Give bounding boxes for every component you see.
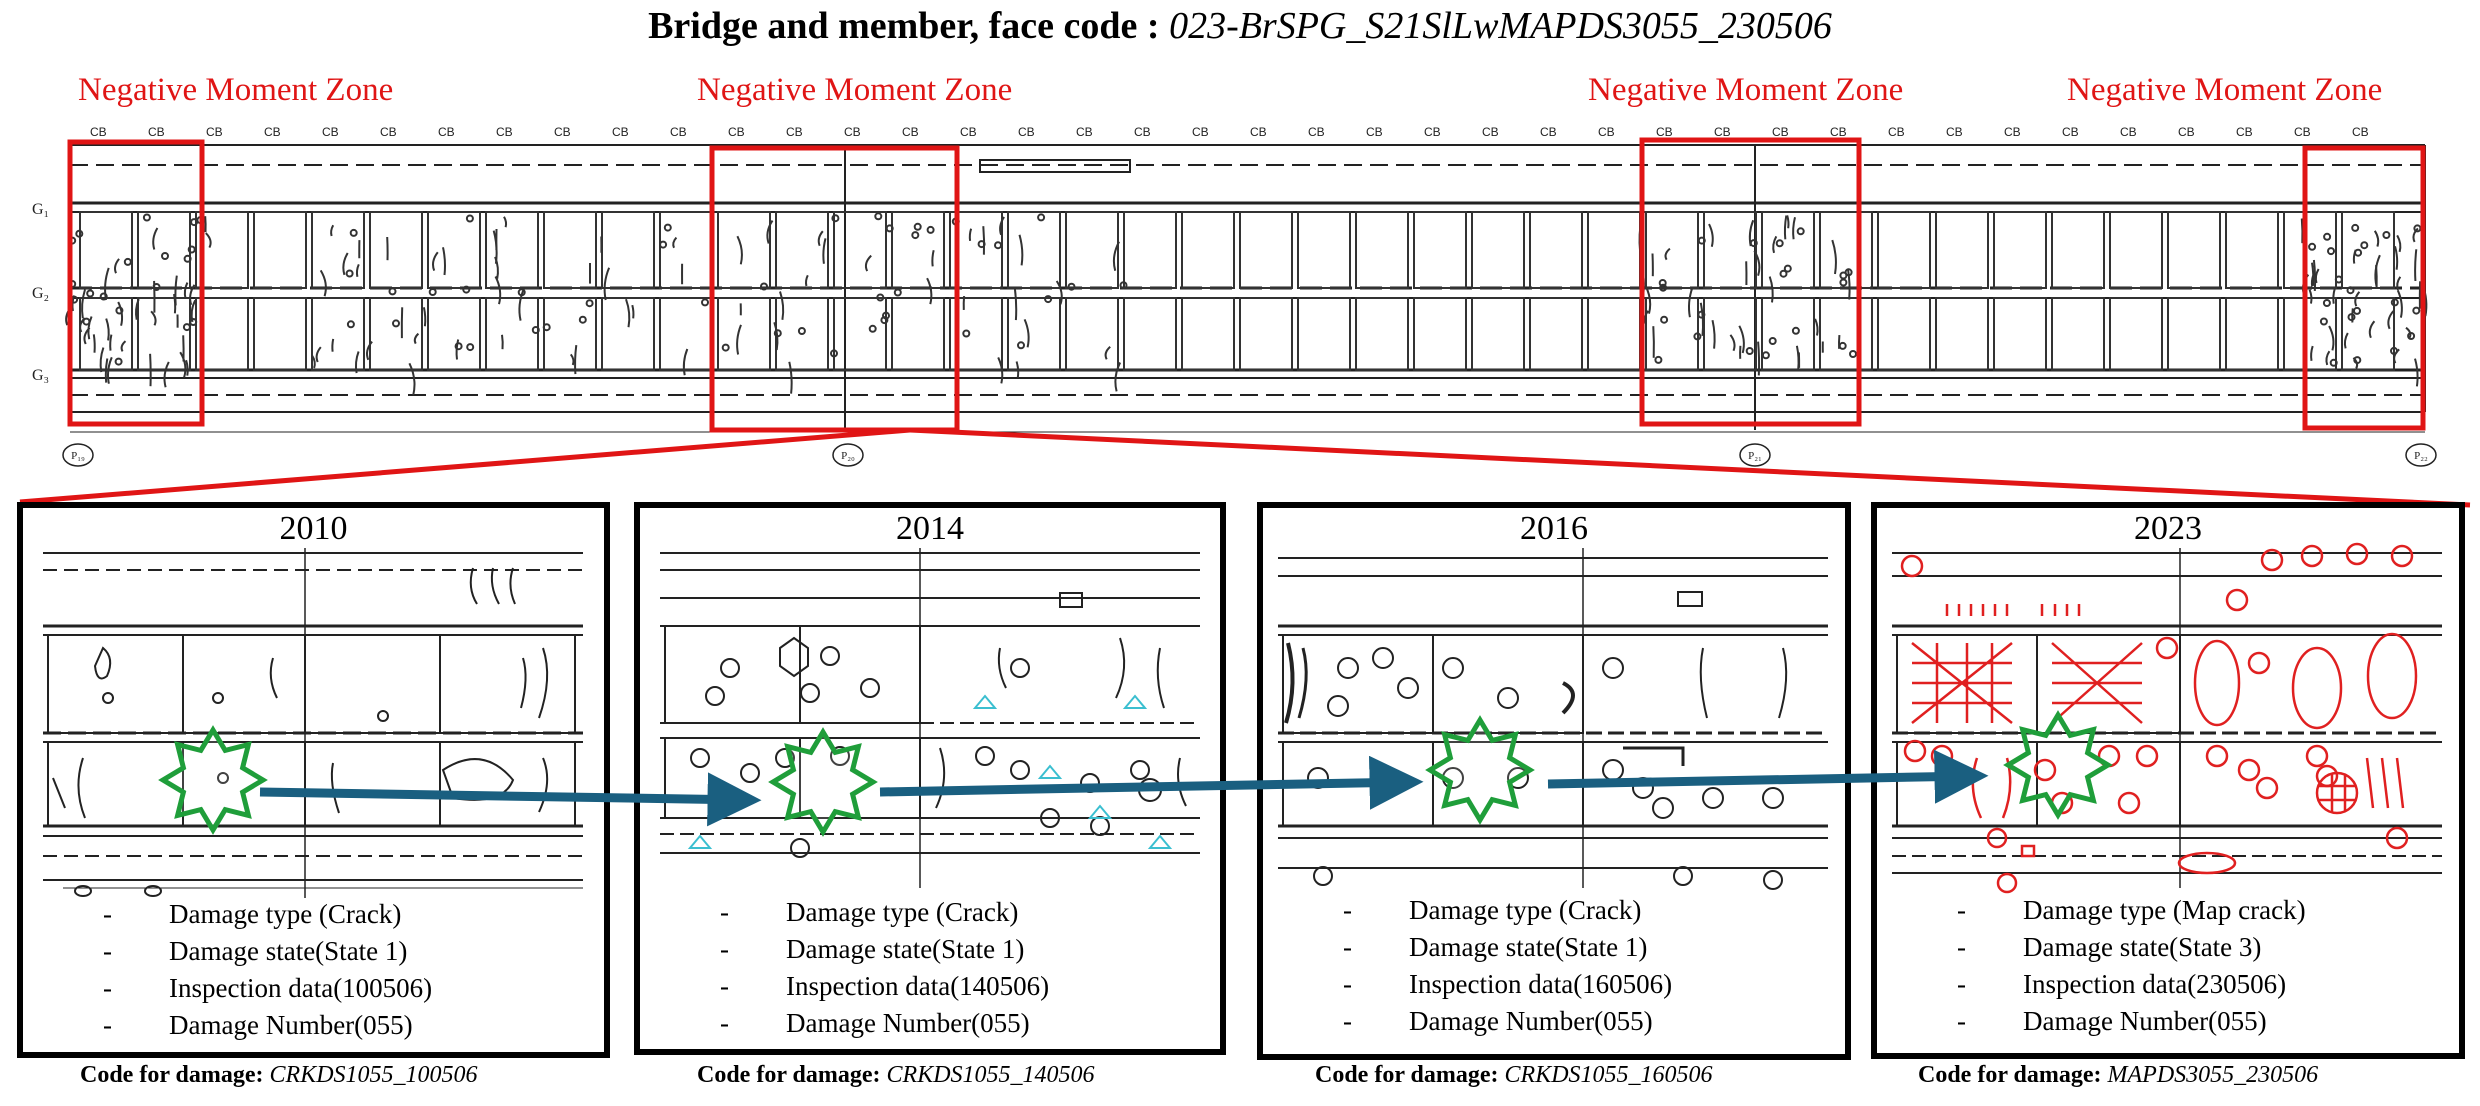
svg-text:CB: CB [728, 125, 745, 139]
svg-text:CB: CB [786, 125, 803, 139]
inspection-panel-2014: 2014 [634, 502, 1226, 1055]
panel-year: 2016 [1520, 510, 1588, 547]
damage-state: -Damage state(State 1) [103, 936, 408, 966]
svg-text:CB: CB [90, 125, 107, 139]
svg-text:CB: CB [1076, 125, 1093, 139]
girder-label-1: G₁ [32, 201, 49, 218]
svg-text:CB: CB [554, 125, 571, 139]
svg-text:CB: CB [2352, 125, 2369, 139]
svg-text:CB: CB [670, 125, 687, 139]
inspection-data: -Inspection data(230506) [1957, 969, 2287, 999]
svg-text:CB: CB [1540, 125, 1557, 139]
svg-text:CB: CB [1424, 125, 1441, 139]
inspection-panel-2016: 2016 -Damage type (Crac [1257, 502, 1851, 1060]
damage-state: -Damage state(State 1) [1343, 932, 1648, 962]
damage-attributes: -Damage type (Crack) -Damage state(State… [1343, 892, 1672, 1040]
inspection-data: -Inspection data(160506) [1343, 969, 1673, 999]
damage-number: -Damage Number(055) [1343, 1006, 1653, 1036]
face-code: 023-BrSPG_S21SlLwMAPDS3055_230506 [1169, 5, 1832, 47]
zone-box-3 [1639, 137, 1862, 427]
panel-sketch [1892, 542, 2442, 894]
pier-label-3: P₂₁ [1748, 450, 1762, 462]
zone-box-2 [709, 145, 960, 433]
damage-state: -Damage state(State 1) [720, 934, 1025, 964]
svg-text:CB: CB [2178, 125, 2195, 139]
svg-text:CB: CB [1482, 125, 1499, 139]
svg-text:CB: CB [1772, 125, 1789, 139]
svg-text:CB: CB [264, 125, 281, 139]
svg-text:CB: CB [1134, 125, 1151, 139]
damage-attributes: -Damage type (Map crack) -Damage state(S… [1957, 892, 2306, 1040]
svg-text:CB: CB [2294, 125, 2311, 139]
pier-label-2: P₂₀ [841, 450, 855, 462]
damage-type: -Damage type (Crack) [1343, 895, 1642, 925]
svg-text:CB: CB [1830, 125, 1847, 139]
svg-text:CB: CB [148, 125, 165, 139]
svg-text:CB: CB [2062, 125, 2079, 139]
svg-text:CB: CB [1946, 125, 1963, 139]
damage-code-2014: Code for damage: CRKDS1055_140506 [697, 1062, 1095, 1088]
svg-text:CB: CB [612, 125, 629, 139]
svg-text:CB: CB [206, 125, 223, 139]
svg-text:CB: CB [1656, 125, 1673, 139]
damage-state: -Damage state(State 3) [1957, 932, 2262, 962]
pier-label-1: P₁₉ [71, 450, 85, 462]
svg-text:CB: CB [438, 125, 455, 139]
panel-year: 2014 [896, 510, 964, 547]
damage-number: -Damage Number(055) [720, 1008, 1030, 1038]
girder-label-2: G₂ [32, 285, 49, 302]
pier-label-4: P₂₂ [2414, 450, 2428, 462]
svg-text:CB: CB [2236, 125, 2253, 139]
damage-number: -Damage Number(055) [1957, 1006, 2267, 1036]
panel-year: 2010 [279, 510, 348, 547]
damage-attributes: -Damage type (Crack) -Damage state(State… [720, 894, 1049, 1042]
damage-code-2016: Code for damage: CRKDS1055_160506 [1315, 1062, 1713, 1088]
svg-text:CB: CB [2004, 125, 2021, 139]
svg-text:CB: CB [380, 125, 397, 139]
svg-text:CB: CB [844, 125, 861, 139]
zone-label-3: Negative Moment Zone [1588, 72, 1904, 108]
svg-text:CB: CB [2120, 125, 2137, 139]
panel-year: 2023 [2134, 510, 2202, 547]
svg-text:CB: CB [1308, 125, 1325, 139]
damage-number: -Damage Number(055) [103, 1010, 413, 1040]
svg-text:CB: CB [1018, 125, 1035, 139]
svg-text:CB: CB [496, 125, 513, 139]
girder-label-3: G₃ [32, 367, 49, 384]
title-label: Bridge and member, face code : [648, 5, 1160, 47]
svg-text:CB: CB [1598, 125, 1615, 139]
damage-type: -Damage type (Crack) [103, 899, 402, 929]
svg-text:CB: CB [1714, 125, 1731, 139]
zoom-indicator [19, 427, 2471, 508]
zone-label-2: Negative Moment Zone [697, 72, 1013, 108]
deck-plan-drawing: CB CB CB CB CB CB CB CB CB CB CB CB CB CB CB CB CB CB CB CB… [19, 125, 2471, 508]
zone-label-1: Negative Moment Zone [78, 72, 394, 108]
diagram-title: Bridge and member, face code : 023-BrSPG… [0, 4, 2480, 48]
inspection-panel-2023: 2023 [1871, 502, 2465, 1059]
svg-text:CB: CB [960, 125, 977, 139]
damage-code-2023: Code for damage: MAPDS3055_230506 [1918, 1062, 2319, 1088]
panel-sketch [43, 548, 583, 898]
svg-text:CB: CB [902, 125, 919, 139]
svg-text:CB: CB [1366, 125, 1383, 139]
svg-text:CB: CB [1192, 125, 1209, 139]
damage-attributes: -Damage type (Crack) -Damage state(State… [103, 896, 432, 1044]
inspection-data: -Inspection data(100506) [103, 973, 433, 1003]
svg-text:CB: CB [322, 125, 339, 139]
damage-code-2010: Code for damage: CRKDS1055_100506 [80, 1062, 478, 1088]
damage-type: -Damage type (Map crack) [1957, 895, 2306, 925]
zone-label-4: Negative Moment Zone [2067, 72, 2383, 108]
svg-text:CB: CB [1888, 125, 1905, 139]
zone-box-4 [2302, 145, 2426, 431]
zone-box-1 [67, 139, 205, 427]
inspection-panel-2010: 2010 -Damage typ [17, 502, 610, 1058]
svg-text:CB: CB [1250, 125, 1267, 139]
damage-type: -Damage type (Crack) [720, 897, 1019, 927]
inspection-data: -Inspection data(140506) [720, 971, 1050, 1001]
